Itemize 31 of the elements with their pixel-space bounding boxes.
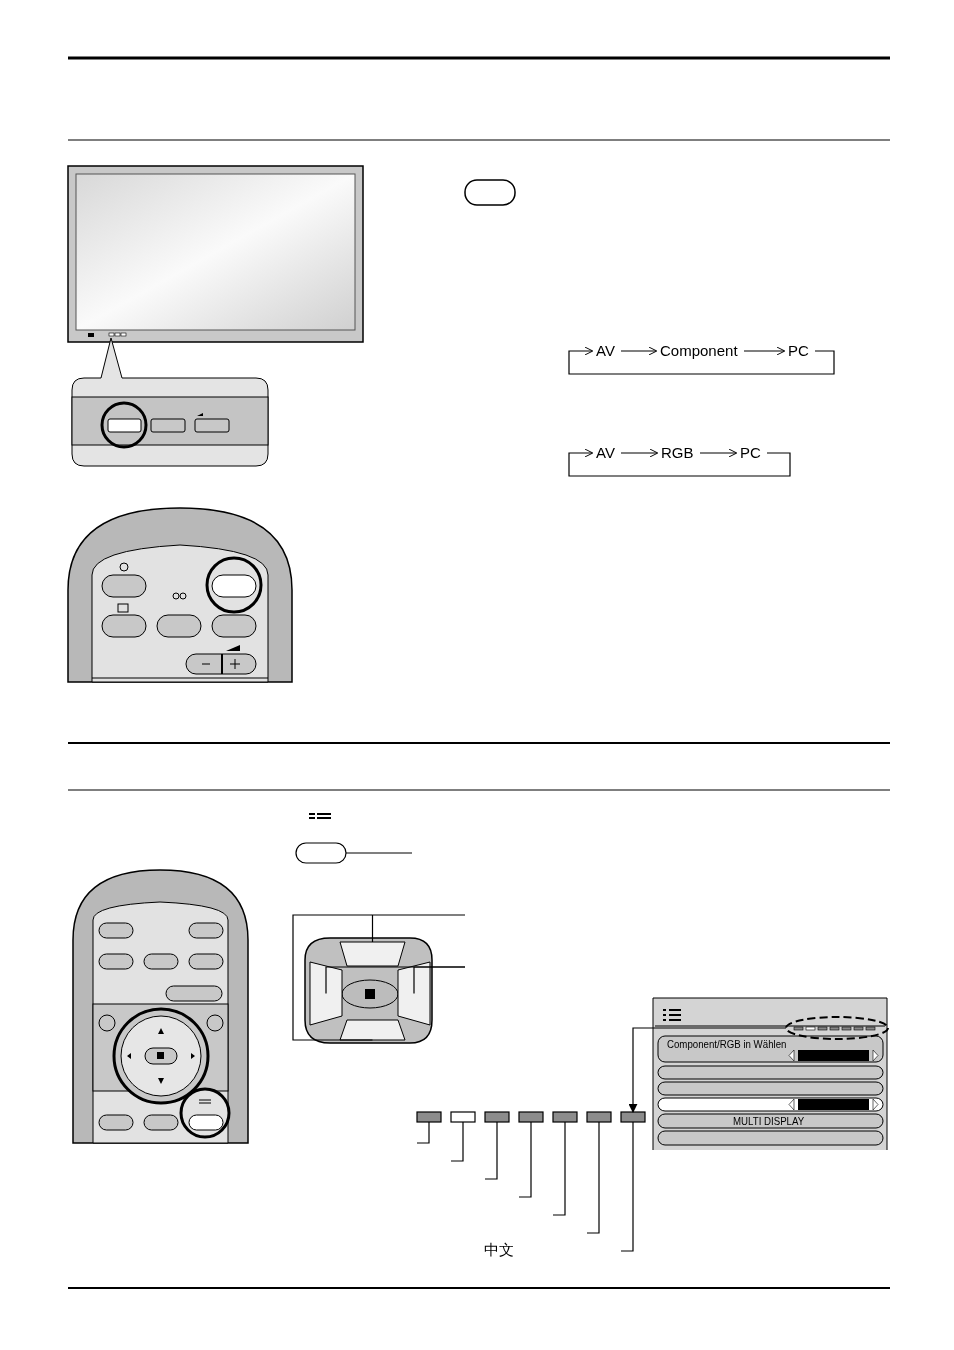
direction-key — [339, 941, 406, 967]
leader-line — [518, 1121, 532, 1198]
language-label: 中文 — [484, 1241, 514, 1259]
flow-step-label: AV — [596, 444, 615, 462]
dashed-highlight-ellipse — [785, 1016, 889, 1040]
leader-line — [416, 1121, 430, 1144]
leader-line — [552, 1121, 566, 1216]
flow-step-label: PC — [788, 342, 809, 360]
leader-line — [345, 852, 413, 854]
indicator-box — [586, 1111, 612, 1123]
menu-item-label: Component/RGB in Wählen — [667, 1037, 787, 1052]
indicator-box — [450, 1111, 476, 1123]
indicator-box — [416, 1111, 442, 1123]
flow-step-label: RGB — [661, 444, 694, 462]
indicator-box — [518, 1111, 544, 1123]
flow-step-label: AV — [596, 342, 615, 360]
flow-step-label: Component — [660, 342, 738, 360]
leader-line — [450, 1121, 464, 1162]
flow-step-label: PC — [740, 444, 761, 462]
leader-line — [413, 966, 466, 995]
indicator-box — [552, 1111, 578, 1123]
leader-line — [371, 914, 466, 943]
leader-line — [292, 914, 374, 1041]
menu-item-label: MULTI DISPLAY — [733, 1114, 805, 1129]
leader-line — [620, 1121, 634, 1252]
indicator-box — [484, 1111, 510, 1123]
indicator-box — [620, 1111, 646, 1123]
leader-line — [586, 1121, 600, 1234]
leader-line — [484, 1121, 498, 1180]
menu-button — [295, 842, 347, 864]
arrow — [628, 1027, 787, 1113]
